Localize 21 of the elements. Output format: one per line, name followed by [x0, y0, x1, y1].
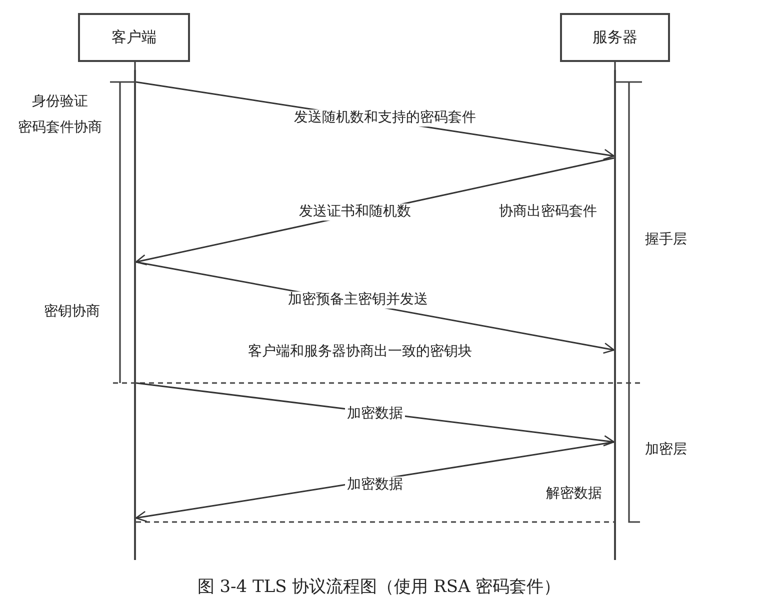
figure-caption: 图 3-4 TLS 协议流程图（使用 RSA 密码套件） [197, 577, 561, 597]
side-label: 密钥协商 [42, 304, 102, 320]
edge-label: 发送证书和随机数 [297, 204, 413, 220]
connector-line [134, 62, 136, 70]
side-label: 密码套件协商 [16, 120, 104, 136]
connector-line [614, 62, 616, 70]
lifeline [614, 70, 616, 560]
layer-label: 握手层 [643, 232, 689, 248]
lifeline [134, 70, 136, 560]
edge-label: 加密数据 [345, 406, 405, 422]
edge-label: 加密预备主密钥并发送 [286, 292, 430, 308]
note-label: 客户端和服务器协商出一致的密钥块 [246, 344, 474, 360]
side-label: 身份验证 [30, 94, 90, 110]
note-label: 解密数据 [544, 486, 604, 502]
edge-label: 发送随机数和支持的密码套件 [292, 110, 478, 126]
edge-label: 加密数据 [345, 476, 405, 494]
layer-label: 加密层 [643, 442, 689, 458]
arrow [135, 441, 614, 522]
note-label: 协商出密码套件 [497, 204, 599, 220]
server-box: 服务器 [560, 13, 670, 62]
client-box: 客户端 [78, 13, 190, 62]
